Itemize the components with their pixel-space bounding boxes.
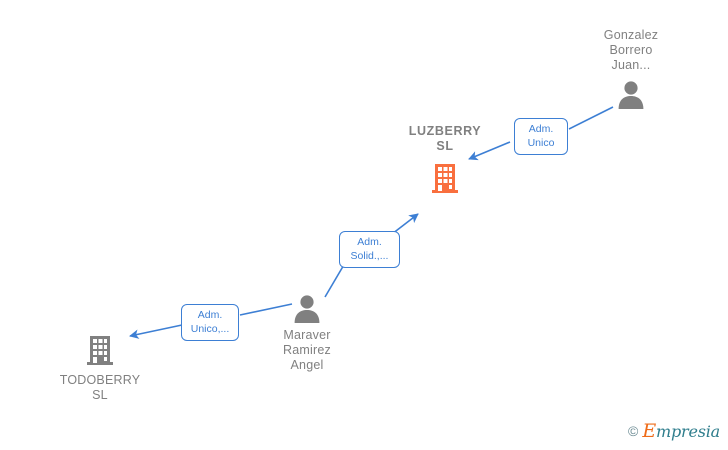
building-icon [432, 164, 458, 193]
copyright-icon: © [628, 423, 639, 439]
edge-maraver-todoberry[interactable] [129, 303, 293, 339]
brand-text: mpresia [656, 422, 720, 441]
node-label-luzberry: LUZBERRY SL [408, 124, 482, 153]
edge-segment-in [239, 303, 293, 316]
edge-segment-in [568, 106, 614, 130]
watermark-empresia: © Empresia [628, 420, 720, 442]
edge-label-adm-solid-luzberry[interactable]: Adm. Solid.,... [339, 231, 400, 268]
node-company-todoberry[interactable]: TODOBERRY SL [40, 334, 160, 403]
building-icon [87, 336, 113, 365]
edge-segment-out [468, 141, 511, 161]
edge-segment-out [391, 213, 419, 235]
node-label-todoberry: TODOBERRY SL [59, 373, 141, 402]
edge-segment-in [324, 262, 346, 298]
node-company-luzberry[interactable]: LUZBERRY SL [385, 124, 505, 194]
edge-maraver-luzberry[interactable] [324, 213, 419, 298]
brand-wordmark: Empresia [642, 420, 720, 442]
brand-initial: E [642, 420, 656, 442]
node-person-maraver[interactable]: Maraver Ramirez Angel [247, 293, 367, 373]
person-icon [294, 295, 320, 323]
person-icon [618, 81, 644, 109]
edge-label-adm-unico-luzberry[interactable]: Adm. Unico [514, 118, 568, 155]
node-label-gonzalez: Gonzalez Borrero Juan... [603, 28, 659, 72]
node-person-gonzalez[interactable]: Gonzalez Borrero Juan... [571, 28, 691, 109]
edge-segment-out [129, 324, 183, 339]
edge-label-adm-unico-todoberry[interactable]: Adm. Unico,... [181, 304, 239, 341]
edge-gonzalez-luzberry[interactable] [468, 106, 614, 161]
node-label-maraver: Maraver Ramirez Angel [283, 328, 331, 372]
